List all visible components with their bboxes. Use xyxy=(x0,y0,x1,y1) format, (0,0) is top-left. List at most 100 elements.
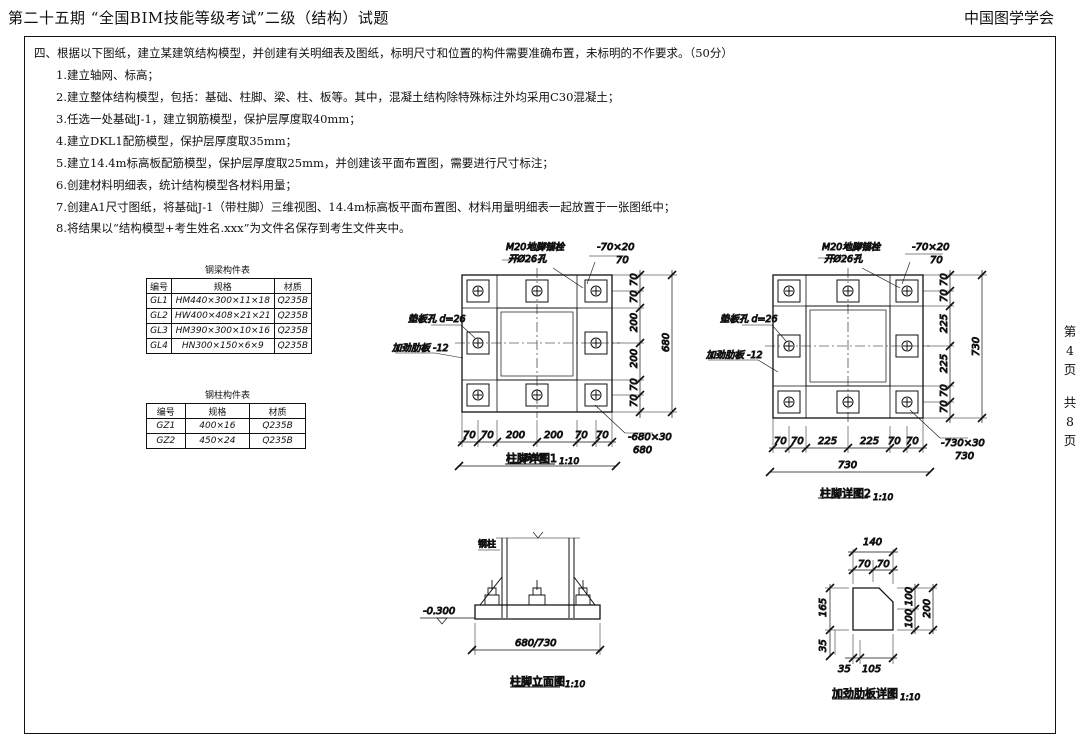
question-item: 5.建立14.4m标高板配筋模型，保护层厚度取25mm，并创建该平面布置图，需要… xyxy=(56,156,554,170)
question-item: 2.建立整体结构模型，包括：基础、柱脚、梁、柱、板等。其中，混凝土结构除特殊标注… xyxy=(56,90,620,104)
washer-label: 垫板孔 d=26 xyxy=(408,314,466,325)
anchor-label: M20地脚锚栓 xyxy=(822,242,882,253)
dim-text: 680 xyxy=(524,453,543,464)
base-plate-label-2: 680 xyxy=(633,445,652,456)
detail2-scale: 1:10 xyxy=(873,493,893,503)
cell: 450×24 xyxy=(184,433,251,449)
elevation-caption: 柱脚立面图 xyxy=(510,674,565,688)
dim-text: 225 xyxy=(939,354,950,373)
stiffener-top: 140 xyxy=(863,537,882,548)
detail1-vdims: 70 70 200 200 70 70 680 xyxy=(629,273,673,408)
detail2-hdims: 70 70 225 225 70 70 730 xyxy=(774,436,920,472)
column-base-elevation xyxy=(420,531,605,688)
dim-text: 225 xyxy=(939,314,950,333)
question-item: 4.建立DKL1配筋模型，保护层厚度取35mm； xyxy=(56,134,298,148)
cell: GL4 xyxy=(145,338,173,354)
stiffener-plate-detail xyxy=(825,547,938,700)
column-table-title: 钢柱构件表 xyxy=(204,391,250,401)
base-plate-label: -680×30 xyxy=(628,432,672,443)
dim-text: 70 xyxy=(463,430,476,441)
dim-text: 70 xyxy=(774,436,787,447)
table-row: GL4 HN300×150×6×9 Q235B xyxy=(145,338,313,354)
stiffener-left: 165 xyxy=(818,598,829,617)
dim-text: 70 xyxy=(481,430,494,441)
stiffener-top-part: 70 xyxy=(858,559,871,570)
dim-text: 225 xyxy=(818,436,837,447)
detail1-scale: 1:10 xyxy=(559,457,579,467)
header-org: 中国图学学会 xyxy=(963,9,1054,27)
page-note-char: 4 xyxy=(1066,343,1074,358)
dim-text: 680 xyxy=(661,333,672,352)
stiffener-label: 加劲肋板 -12 xyxy=(706,350,763,361)
dim-text: 70 xyxy=(906,436,919,447)
question-intro: 四、根据以下图纸，建立某建筑结构模型，并创建有关明细表及图纸，标明尺寸和位置的构… xyxy=(34,46,733,60)
stiffener-bottom-part: 105 xyxy=(862,664,881,675)
page-note-char: 页 xyxy=(1063,433,1077,448)
dim-text: 70 xyxy=(629,273,640,286)
dim-text: 200 xyxy=(629,313,640,332)
question-item: 1.建立轴网、标高； xyxy=(56,68,159,82)
hole-label: 开Ø26孔 xyxy=(824,254,863,265)
stiffener-right-part: 100 xyxy=(904,587,915,606)
dim-text: 70 xyxy=(629,290,640,303)
beam-table: 编号 规格 材质 GL1 HM440×300×11×18 Q235B GL2 H… xyxy=(145,278,313,354)
stiffener-left-bottom: 35 xyxy=(818,639,829,652)
dim-text: 730 xyxy=(971,337,982,356)
question-item: 6.创建材料明细表，统计结构模型各材料用量； xyxy=(56,178,297,192)
stiffener-scale: 1:10 xyxy=(900,693,920,703)
plate-label-2: 70 xyxy=(930,255,943,266)
plate-label-2: 70 xyxy=(616,255,629,266)
dim-text: 70 xyxy=(939,400,950,413)
table-row: GL3 HM390×300×10×16 Q235B xyxy=(145,323,313,339)
dim-text: 225 xyxy=(860,436,879,447)
dim-text: 70 xyxy=(939,289,950,302)
question-item: 3.任选一处基础J-1，建立钢筋模型，保护层厚度取40mm； xyxy=(56,112,361,126)
page-note: 第 4 页 共 8 页 xyxy=(1063,322,1077,450)
stiffener-bottom-part: 35 xyxy=(838,664,851,675)
page-note-char: 页 xyxy=(1063,362,1077,377)
plate-label: -70×20 xyxy=(597,242,634,253)
drawing-frame xyxy=(24,36,1056,734)
detail1-caption: 柱脚详图1 xyxy=(506,451,557,465)
dim-text: 70 xyxy=(596,430,609,441)
detail2-vdims: 70 70 225 225 70 70 730 xyxy=(939,273,983,414)
base-plate-label: -730×30 xyxy=(941,438,985,449)
column-base-detail-2 xyxy=(708,253,987,499)
stiffener-right-total: 200 xyxy=(922,599,933,618)
cell: Q235B xyxy=(273,338,313,354)
cell: Q235B xyxy=(249,433,306,449)
dim-text: 70 xyxy=(629,378,640,391)
column-base-detail-1 xyxy=(395,255,677,465)
base-plate-label-2: 730 xyxy=(955,451,974,462)
dim-text: 70 xyxy=(888,436,901,447)
dim-text: 70 xyxy=(575,430,588,441)
header-title: 第二十五期 “全国BIM技能等级考试”二级（结构）试题 xyxy=(8,9,389,27)
washer-label: 垫板孔 d=26 xyxy=(720,314,778,325)
stiffener-top-part: 70 xyxy=(877,559,890,570)
stiffener-caption: 加劲肋板详图 xyxy=(832,686,898,700)
beam-table-title: 钢梁构件表 xyxy=(204,266,250,276)
level-label: -0.300 xyxy=(423,606,455,617)
page-note-char: 共 xyxy=(1063,395,1077,410)
table-row: GL2 HW400×408×21×21 Q235B xyxy=(145,308,313,324)
question-item: 8.将结果以“结构模型+考生姓名.xxx”为文件名保存到考生文件夹中。 xyxy=(56,221,411,235)
elevation-scale: 1:10 xyxy=(565,680,585,690)
dim-text: 200 xyxy=(506,430,525,441)
page-note-char: 8 xyxy=(1066,414,1074,429)
dim-text: 70 xyxy=(939,273,950,286)
table-row: GZ2 450×24 Q235B xyxy=(146,433,306,449)
column-label: 钢柱 xyxy=(478,538,496,550)
dim-text: 200 xyxy=(629,349,640,368)
anchor-label: M20地脚锚栓 xyxy=(506,242,566,253)
page-note-char: 第 xyxy=(1063,324,1077,339)
question-item: 7.创建A1尺寸图纸，将基础J-1（带柱脚）三维视图、14.4m标高板平面布置图… xyxy=(56,200,676,214)
column-table: 编号 规格 材质 GZ1 400×16 Q235B GZ2 450×24 Q23… xyxy=(146,403,306,449)
dim-text: 200 xyxy=(544,430,563,441)
detail2-caption: 柱脚详图2 xyxy=(820,486,871,500)
stiffener-right-part: 100 xyxy=(904,609,915,628)
dim-text: 70 xyxy=(791,436,804,447)
dim-text: 70 xyxy=(629,394,640,407)
hole-label: 开Ø26孔 xyxy=(508,254,547,265)
dim-text: 70 xyxy=(939,384,950,397)
